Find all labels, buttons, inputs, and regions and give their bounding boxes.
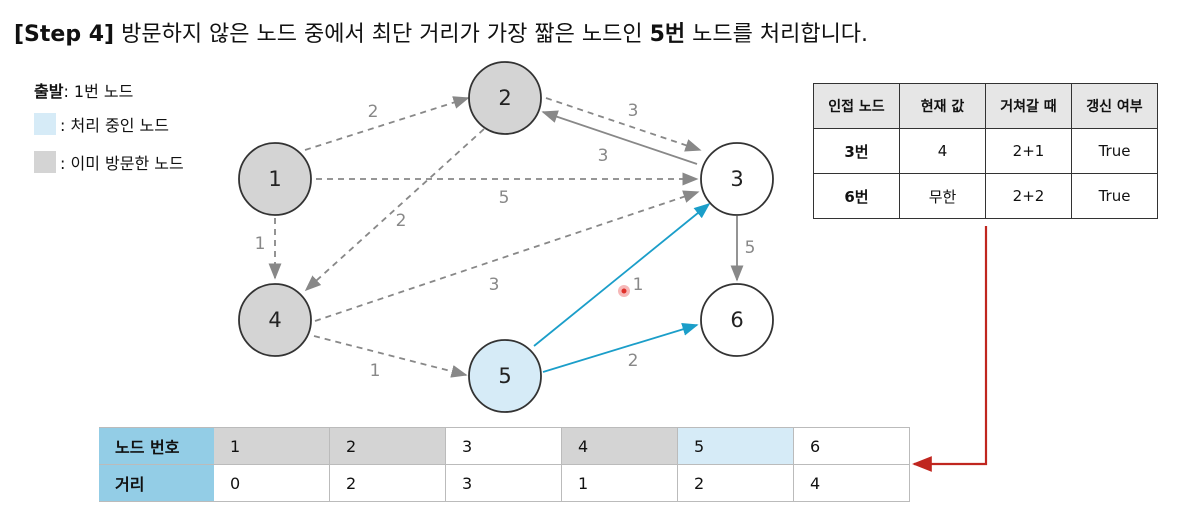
legend-start-label: 출발 xyxy=(34,82,64,101)
node-number-cell: 4 xyxy=(561,427,678,465)
legend-visited: : 이미 방문한 노드 xyxy=(34,150,184,174)
node-number-cell: 3 xyxy=(445,427,562,465)
edge-1-2 xyxy=(304,96,470,151)
node-1 xyxy=(238,142,312,216)
edge-5-3 xyxy=(533,202,711,347)
processing-swatch xyxy=(34,113,56,135)
via-value-cell: 2+1 xyxy=(985,128,1072,174)
distance-cell: 1 xyxy=(561,464,678,502)
legend: 출발: 1번 노드 : 처리 중인 노드 : 이미 방문한 노드 xyxy=(34,78,184,188)
weight-4-5: 1 xyxy=(370,361,381,381)
node-6 xyxy=(700,283,774,357)
visited-swatch xyxy=(34,151,56,173)
node-number-cell: 1 xyxy=(214,427,330,465)
adjacency-row: 6번 무한 2+2 True xyxy=(813,173,1158,219)
distance-cell: 4 xyxy=(793,464,910,502)
adjacency-row: 3번 4 2+1 True xyxy=(813,128,1158,174)
node-number-label: 노드 번호 xyxy=(99,427,214,465)
header-current-value: 현재 값 xyxy=(899,83,986,129)
edge-2-3 xyxy=(545,97,702,152)
edge-5-6 xyxy=(542,323,699,373)
node-2 xyxy=(468,61,542,135)
title-text-post: 노드를 처리합니다. xyxy=(685,22,869,47)
node-3-label: 3 xyxy=(730,167,743,191)
weight-5-3: 1 xyxy=(633,275,644,295)
legend-visited-text: : 이미 방문한 노드 xyxy=(60,154,184,173)
edge-4-5 xyxy=(313,335,468,378)
distance-row: 거리 0 2 3 1 2 4 xyxy=(99,464,910,502)
edge-3-2 xyxy=(541,110,698,165)
step-title: [Step 4] 방문하지 않은 노드 중에서 최단 거리가 가장 짧은 노드인… xyxy=(14,16,868,48)
step-label: [Step 4] xyxy=(14,22,115,47)
header-adjacent-node: 인접 노드 xyxy=(813,83,900,129)
legend-processing-text: : 처리 중인 노드 xyxy=(60,116,169,135)
distance-cell: 2 xyxy=(677,464,794,502)
node-4-label: 4 xyxy=(268,308,281,332)
distance-cell: 0 xyxy=(214,464,330,502)
distance-cell: 2 xyxy=(329,464,446,502)
cursor-dot xyxy=(621,288,627,294)
weight-1-4: 1 xyxy=(255,234,266,254)
update-arrow xyxy=(912,226,988,472)
node-1-label: 1 xyxy=(268,167,281,191)
header-updated: 갱신 여부 xyxy=(1071,83,1158,129)
edge-2-4 xyxy=(304,128,485,292)
weight-2-4: 2 xyxy=(396,211,407,231)
node-number-row: 노드 번호 1 2 3 4 5 6 xyxy=(99,427,910,465)
adjacent-node-cell: 3번 xyxy=(813,128,900,174)
header-via-value: 거쳐갈 때 xyxy=(985,83,1072,129)
legend-start-text: : 1번 노드 xyxy=(63,82,134,101)
weight-2-3: 3 xyxy=(628,101,639,121)
distance-label: 거리 xyxy=(99,464,214,502)
node-5 xyxy=(468,339,542,413)
weight-3-6: 5 xyxy=(745,238,756,258)
distance-table: 노드 번호 1 2 3 4 5 6 거리 0 2 3 1 2 4 xyxy=(99,427,910,502)
node-3 xyxy=(700,142,774,216)
adjacency-table: 인접 노드 현재 값 거쳐갈 때 갱신 여부 3번 4 2+1 True 6번 … xyxy=(813,83,1158,219)
adjacent-node-cell: 6번 xyxy=(813,173,900,219)
weight-1-2: 2 xyxy=(368,102,379,122)
node-5-label: 5 xyxy=(498,364,511,388)
weight-1-3: 5 xyxy=(499,188,510,208)
edge-4-3 xyxy=(314,190,700,322)
updated-cell: True xyxy=(1071,128,1158,174)
current-value-cell: 무한 xyxy=(899,173,986,219)
legend-start: 출발: 1번 노드 xyxy=(34,78,184,102)
node-2-label: 2 xyxy=(498,86,511,110)
node-number-cell: 5 xyxy=(677,427,794,465)
weight-5-6: 2 xyxy=(628,351,639,371)
node-number-cell: 6 xyxy=(793,427,910,465)
node-4 xyxy=(238,283,312,357)
via-value-cell: 2+2 xyxy=(985,173,1072,219)
adjacency-header-row: 인접 노드 현재 값 거쳐갈 때 갱신 여부 xyxy=(813,83,1158,129)
legend-processing: : 처리 중인 노드 xyxy=(34,112,184,136)
current-value-cell: 4 xyxy=(899,128,986,174)
weight-3-2: 3 xyxy=(598,146,609,166)
title-highlight: 5번 xyxy=(649,22,686,47)
weight-4-3: 3 xyxy=(489,275,500,295)
distance-cell: 3 xyxy=(445,464,562,502)
updated-cell: True xyxy=(1071,173,1158,219)
node-number-cell: 2 xyxy=(329,427,446,465)
node-6-label: 6 xyxy=(730,308,743,332)
title-text-pre: 방문하지 않은 노드 중에서 최단 거리가 가장 짧은 노드인 xyxy=(114,22,650,47)
